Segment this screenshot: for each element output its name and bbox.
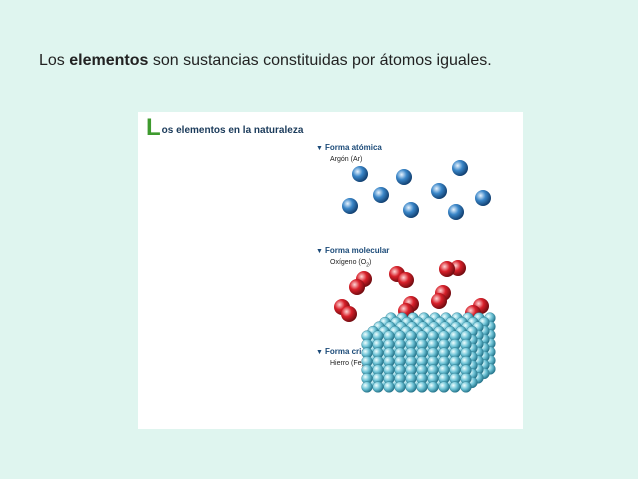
argon-atom: [452, 160, 468, 176]
elements-figure: Los elementos en la naturaleza ▼Forma at…: [138, 112, 523, 429]
iron-atom: [449, 381, 461, 393]
argon-atom: [352, 166, 368, 182]
figure-title-rest: os elementos en la naturaleza: [161, 125, 304, 136]
iron-atom: [438, 381, 450, 393]
argon-atom: [342, 198, 358, 214]
iron-atom: [394, 381, 406, 393]
section-label-molecular: ▼Forma molecular: [316, 246, 390, 255]
iron-atom: [361, 381, 373, 393]
oxygen-atom: [349, 279, 365, 295]
argon-atom: [431, 183, 447, 199]
argon-atom: [396, 169, 412, 185]
argon-atom: [448, 204, 464, 220]
oxygen-atom: [431, 293, 447, 309]
figure-title: Los elementos en la naturaleza: [146, 114, 303, 142]
section-label-atomic: ▼Forma atómica: [316, 143, 382, 152]
iron-atom: [460, 381, 472, 393]
triangle-icon: ▼: [316, 248, 323, 255]
headline-text-before: Los: [39, 52, 70, 69]
example-argon: Argón (Ar): [330, 156, 363, 163]
argon-atom: [373, 187, 389, 203]
slide-headline: Los elementos son sustancias constituida…: [39, 52, 492, 70]
headline-text-after: son sustancias constituidas por átomos i…: [148, 52, 492, 69]
oxygen-atom: [439, 261, 455, 277]
example-oxygen: Oxígeno (O2): [330, 259, 372, 269]
figure-title-initial: L: [146, 114, 161, 141]
molecule-illustration: [334, 160, 496, 393]
triangle-icon: ▼: [316, 349, 323, 356]
section-label-crystalline: ▼Forma cristalina: [316, 347, 387, 356]
example-iron: Hierro (Fe): [330, 360, 364, 367]
triangle-icon: ▼: [316, 145, 323, 152]
argon-atom: [403, 202, 419, 218]
iron-atom: [372, 381, 384, 393]
iron-lattice: [361, 312, 496, 393]
oxygen-atom: [398, 272, 414, 288]
iron-atom: [405, 381, 417, 393]
iron-atom: [416, 381, 428, 393]
iron-atom: [427, 381, 439, 393]
oxygen-atom: [341, 306, 357, 322]
argon-atoms: [342, 160, 491, 220]
headline-bold-term: elementos: [69, 52, 149, 69]
iron-atom: [383, 381, 395, 393]
argon-atom: [475, 190, 491, 206]
